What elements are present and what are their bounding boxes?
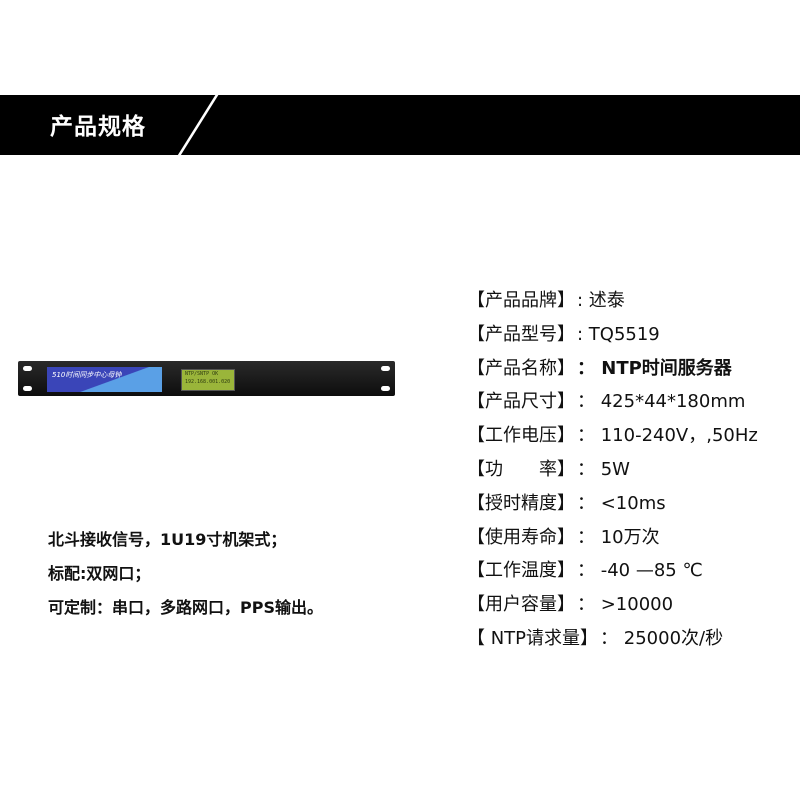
spec-value: ： 10万次 — [577, 526, 660, 548]
spec-row: 【产品型号】: TQ5519 — [467, 318, 758, 352]
spec-value: ： NTP时间服务器 — [577, 357, 732, 379]
spec-label: 【授时精度】 — [467, 492, 575, 514]
brand-plate: 510时间同步中心母钟 — [47, 367, 162, 392]
rack-hole — [23, 366, 32, 371]
spec-label: 【产品尺寸】 — [467, 391, 575, 413]
spec-value: : 述泰 — [577, 290, 625, 311]
spec-value: ： -40 —85 ℃ — [577, 560, 703, 582]
header-banner: 产品规格 — [0, 91, 800, 161]
spec-label: 【工作电压】 — [467, 425, 575, 447]
spec-value: ： <10ms — [577, 492, 666, 514]
spec-row: 【产品尺寸】： 425*44*180mm — [467, 385, 758, 419]
lcd-line: NTP/SNTP OK — [185, 371, 219, 377]
spec-value: ： >10000 — [577, 594, 674, 616]
lcd-display: NTP/SNTP OK 192.168.001.020 — [181, 369, 235, 391]
spec-label: 【用户容量】 — [467, 594, 575, 616]
spec-value: ： 425*44*180mm — [577, 391, 746, 413]
feature-item: 可定制：串口，多路网口，PPS输出。 — [48, 598, 323, 617]
spec-row: 【功 率】： 5W — [467, 453, 758, 487]
banner-slash-decoration — [174, 91, 221, 161]
spec-row: 【工作电压】： 110-240V，,50Hz — [467, 419, 758, 453]
spec-label: 【使用寿命】 — [467, 526, 575, 548]
spec-value: ： 5W — [577, 458, 630, 480]
spec-row: 【用户容量】： >10000 — [467, 588, 758, 622]
rack-hole — [381, 366, 390, 371]
spec-row: 【工作温度】： -40 —85 ℃ — [467, 554, 758, 588]
feature-list: 北斗接收信号，1U19寸机架式； 标配:双网口； 可定制：串口，多路网口，PPS… — [48, 523, 323, 625]
spec-list: 【产品品牌】: 述泰【产品型号】: TQ5519【产品名称】： NTP时间服务器… — [467, 284, 758, 656]
spec-row: 【使用寿命】： 10万次 — [467, 521, 758, 555]
spec-label: 【功 率】 — [467, 458, 575, 480]
lcd-line: 192.168.001.020 — [185, 379, 231, 385]
spec-row: 【 NTP请求量】： 25000次/秒 — [467, 622, 758, 656]
plate-text: 510时间同步中心母钟 — [52, 371, 122, 379]
rack-hole — [23, 386, 32, 391]
page-title: 产品规格 — [50, 114, 146, 140]
spec-row: 【授时精度】： <10ms — [467, 487, 758, 521]
rack-hole — [381, 386, 390, 391]
spec-label: 【工作温度】 — [467, 560, 575, 582]
feature-item: 北斗接收信号，1U19寸机架式； — [48, 530, 287, 549]
spec-value: ： 25000次/秒 — [600, 627, 724, 649]
spec-label: 【产品名称】 — [467, 357, 575, 379]
spec-label: 【 NTP请求量】 — [467, 627, 599, 649]
spec-value: : TQ5519 — [577, 323, 660, 345]
spec-row: 【产品品牌】: 述泰 — [467, 284, 758, 318]
product-image-ntp-server: 510时间同步中心母钟 NTP/SNTP OK 192.168.001.020 — [18, 361, 395, 396]
spec-label: 【产品品牌】 — [467, 290, 575, 311]
spec-label: 【产品型号】 — [467, 323, 575, 345]
spec-row: 【产品名称】： NTP时间服务器 — [467, 352, 758, 386]
spec-value: ： 110-240V，,50Hz — [577, 425, 758, 447]
feature-item: 标配:双网口； — [48, 564, 151, 583]
